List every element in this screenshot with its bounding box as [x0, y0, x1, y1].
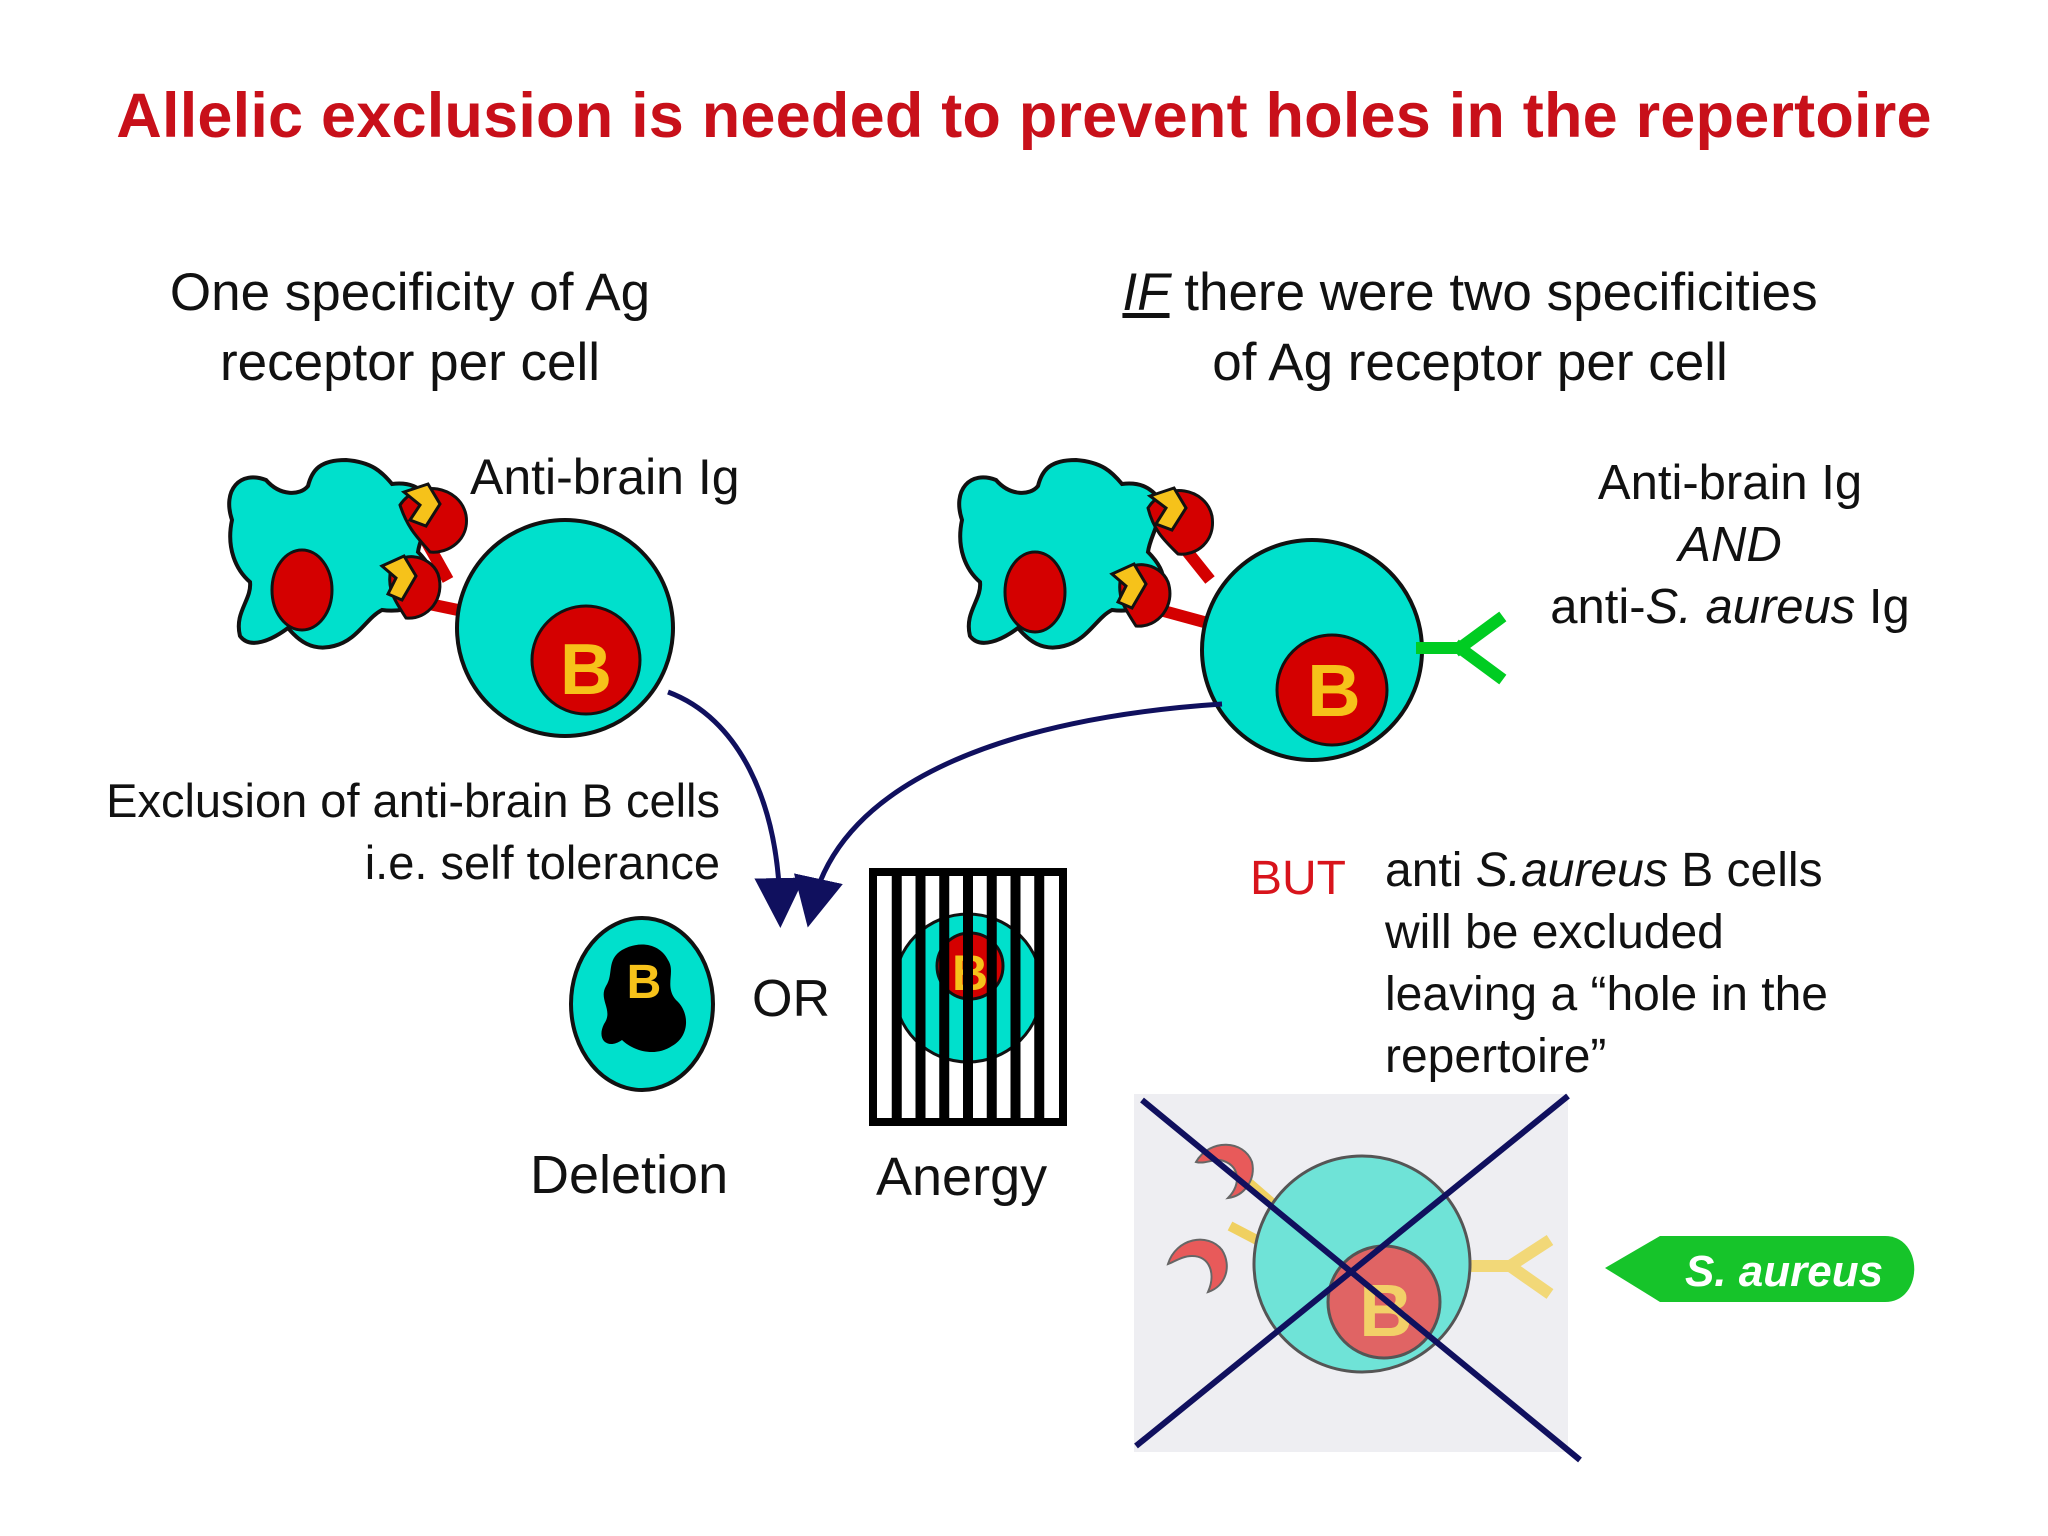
right-heading-if: IF: [1122, 263, 1170, 322]
left-receptor-stalk-1: [414, 527, 454, 583]
anergy-label: Anergy: [876, 1147, 1048, 1207]
left-brain-cell: [227, 457, 436, 650]
s-aureus-pointer: S. aureus: [1605, 1236, 1915, 1302]
right-heading-line1-rest: there were two specificities: [1169, 263, 1818, 322]
left-receptor-head-1: [398, 487, 468, 554]
exclusion-text: Exclusion of anti-brain B cells i.e. sel…: [30, 770, 720, 894]
right-heading-line1: IF there were two specificities: [1040, 258, 1900, 328]
cross-line-2: [1134, 1093, 1570, 1449]
s-aureus-shape: [1605, 1236, 1915, 1302]
right-receptor-head-2: [1118, 563, 1172, 628]
cross-line-1: [1140, 1097, 1582, 1463]
consequence-line4: repertoire”: [1385, 1030, 1607, 1083]
excluded-panel-bg: [1134, 1094, 1568, 1452]
left-heading-line1: One specificity of Ag: [169, 263, 651, 322]
deletion-b-letter: B: [627, 956, 662, 1009]
but-label: BUT: [1250, 852, 1346, 905]
faded-b-cell: [1252, 1154, 1472, 1374]
consequence-text: anti S.aureus B cells will be excluded l…: [1385, 840, 1945, 1088]
page-title: Allelic exclusion is needed to prevent h…: [116, 81, 1932, 151]
exclusion-line1: Exclusion of anti-brain B cells: [106, 774, 720, 827]
right-receptor-stalk-2: [1158, 604, 1217, 631]
faded-receptor-head-2: [1166, 1238, 1228, 1294]
anergy-b-letter: B: [952, 945, 988, 1001]
right-b-letter: B: [1307, 649, 1360, 732]
left-heading-line2: receptor per cell: [219, 333, 600, 392]
right-receptor-line1: Anti-brain Ig: [1597, 456, 1863, 510]
deletion-fragmented-nucleus: [601, 944, 687, 1053]
consequence-line3: leaving a “hole in the: [1385, 968, 1828, 1021]
left-receptor-stalk-2: [408, 594, 460, 616]
deletion-cell-group: B: [569, 916, 715, 1092]
right-arrow: [794, 701, 1223, 928]
jail-bars: [891, 872, 1045, 1122]
anergy-nucleus: [935, 931, 1005, 1001]
anergy-cell: [892, 912, 1044, 1064]
exclusion-line2: i.e. self tolerance: [364, 836, 720, 889]
right-brain-nucleus: [1003, 550, 1067, 634]
right-b-nucleus: [1275, 633, 1389, 747]
right-antigen-1: [1146, 486, 1188, 532]
right-receptor-label: Anti-brain Ig AND anti-S. aureus Ig: [1510, 452, 1950, 638]
right-b-cell: [1200, 538, 1424, 762]
right-heading: IF there were two specificities of Ag re…: [1040, 258, 1900, 398]
right-receptor-head-1: [1146, 489, 1214, 556]
faded-stalk-2: [1227, 1221, 1279, 1255]
right-receptor-stalk-1: [1165, 526, 1215, 584]
excluded-panel: B: [1134, 1093, 1582, 1463]
right-antigen-2: [1109, 562, 1148, 610]
right-cell-group: B: [957, 457, 1507, 762]
or-label: OR: [752, 970, 830, 1028]
right-heading-line2: of Ag receptor per cell: [1212, 333, 1728, 392]
faded-b-nucleus: [1326, 1244, 1442, 1360]
faded-yellow-receptor: [1466, 1234, 1554, 1299]
left-heading: One specificity of Ag receptor per cell: [110, 258, 710, 398]
left-b-cell: [455, 518, 675, 738]
faded-receptor-head-1: [1194, 1143, 1254, 1200]
deletion-cell: [569, 916, 715, 1092]
right-receptor-line2: AND: [1678, 518, 1782, 572]
left-brain-nucleus: [270, 548, 334, 632]
jail-frame: [869, 868, 1067, 1126]
left-receptor-label: Anti-brain Ig: [470, 449, 740, 505]
left-antigen-2: [379, 554, 418, 602]
right-green-receptor: [1416, 611, 1507, 685]
right-brain-cell: [957, 457, 1166, 650]
left-b-nucleus: [530, 604, 642, 716]
left-antigen-1: [400, 482, 442, 528]
deletion-label: Deletion: [530, 1145, 729, 1205]
consequence-line2: will be excluded: [1385, 906, 1724, 959]
left-b-letter: B: [560, 630, 612, 710]
faded-stalk-1: [1230, 1166, 1284, 1214]
faded-b-letter: B: [1359, 1269, 1412, 1352]
right-receptor-line3: anti-S. aureus Ig: [1550, 580, 1910, 634]
s-aureus-label: S. aureus: [1685, 1247, 1883, 1296]
anergy-cell-group: B: [869, 868, 1067, 1126]
consequence-line1: anti S.aureus B cells: [1385, 844, 1823, 897]
left-receptor-head-2: [388, 555, 442, 620]
